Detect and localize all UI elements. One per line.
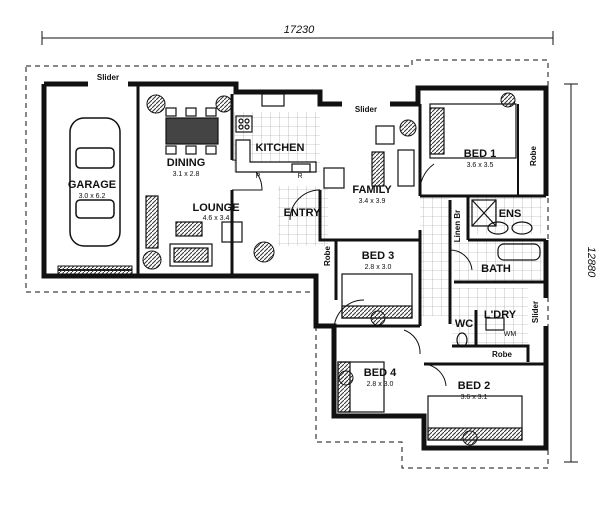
lounge-size: 4.6 x 3.4: [203, 215, 230, 222]
bed2-size: 3.6 x 3.1: [461, 394, 488, 401]
laundry-floor: [452, 288, 528, 346]
family-label: FAMILY: [352, 184, 392, 196]
robe-bed1-label: Robe: [529, 145, 538, 166]
bath-floor: [454, 240, 542, 282]
lounge-sofa-icon: [145, 195, 243, 267]
slider-laundry-label: Slider: [531, 301, 540, 323]
ensuite-floor: [468, 196, 542, 234]
robe-bed3-label: Robe: [323, 245, 332, 266]
kitchen-fixtures-icon: [235, 93, 317, 173]
dining-size: 3.1 x 2.8: [173, 171, 200, 178]
pantry-label: P: [256, 173, 261, 180]
kitchen-label: KITCHEN: [256, 142, 305, 154]
lounge-label: LOUNGE: [192, 202, 239, 214]
hall-floor: [420, 196, 450, 316]
bed1-icon: [429, 103, 517, 159]
slider-garage-label: Slider: [97, 73, 119, 82]
garage-label: GARAGE: [68, 179, 116, 191]
bathroom-fixtures-icon: [456, 199, 541, 348]
bed1-size: 3.6 x 3.5: [467, 162, 494, 169]
bed3-label: BED 3: [362, 250, 394, 262]
linen-label: Linen Br: [453, 210, 462, 242]
depth-dimension: 12880: [564, 83, 597, 463]
washer-label: WM: [504, 331, 517, 338]
plant-icon: [142, 92, 516, 446]
ldry-label: L'DRY: [484, 309, 517, 321]
car-icon: [69, 117, 121, 247]
garage-door: [57, 265, 133, 275]
robe-bed2-label: Robe: [492, 350, 513, 359]
wc-label: WC: [455, 318, 473, 330]
depth-dimension-label: 12880: [585, 247, 597, 278]
dining-label: DINING: [167, 157, 206, 169]
bed1-label: BED 1: [464, 148, 496, 160]
dining-table-icon: [165, 107, 219, 155]
ens-label: ENS: [499, 208, 522, 220]
family-furniture-icon: [323, 125, 415, 189]
eave-outline: [25, 59, 549, 469]
entry-label: ENTRY: [284, 207, 322, 219]
slider-family-label: Slider: [355, 105, 377, 114]
width-dimension-label: 17230: [284, 24, 315, 36]
bed3-size: 2.8 x 3.0: [365, 264, 392, 271]
bed4-label: BED 4: [364, 367, 397, 379]
garage-size: 3.0 x 6.2: [79, 193, 106, 200]
family-size: 3.4 x 3.9: [359, 198, 386, 205]
bath-label: BATH: [481, 263, 511, 275]
fridge-label: R: [297, 173, 302, 180]
bed2-label: BED 2: [458, 380, 490, 392]
width-dimension: 17230: [41, 24, 554, 45]
bed4-size: 2.8 x 3.0: [367, 381, 394, 388]
